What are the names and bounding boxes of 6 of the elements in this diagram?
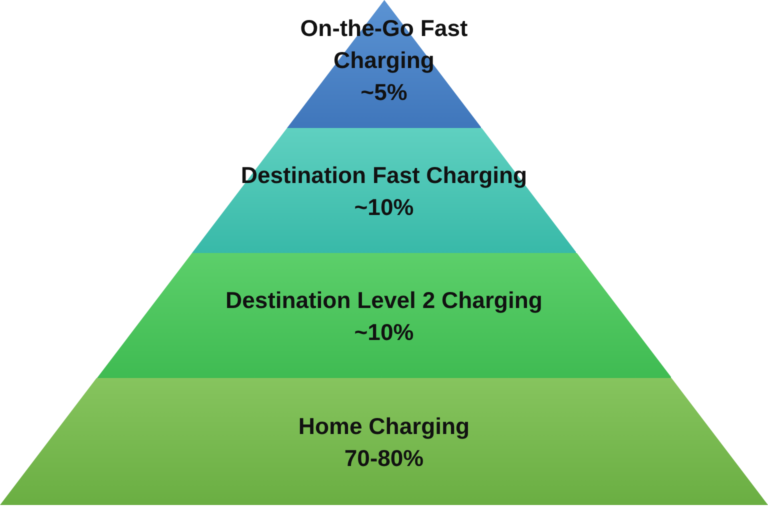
share-value: ~10% — [354, 318, 414, 346]
share-value: 70-80% — [344, 444, 424, 472]
share-value: ~10% — [354, 192, 414, 222]
tier-label: Destination Level 2 Charging — [226, 286, 542, 315]
tier-label: Home Charging — [298, 412, 470, 441]
share-value: ~5% — [360, 78, 408, 107]
